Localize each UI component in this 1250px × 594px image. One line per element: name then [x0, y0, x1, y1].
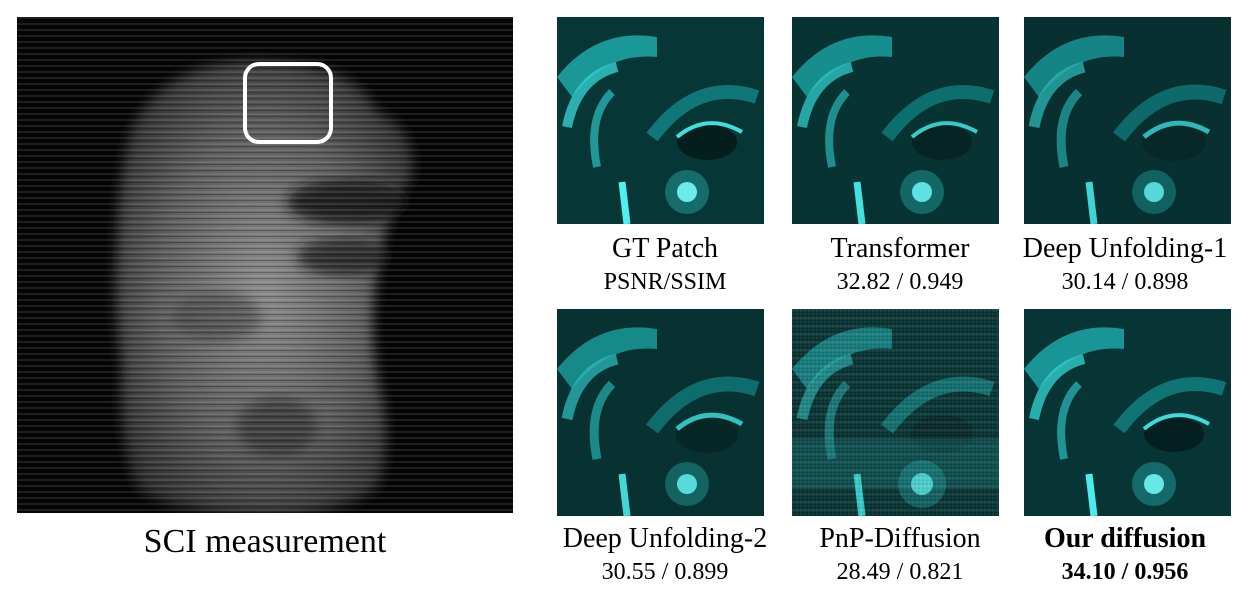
method-metric: PSNR/SSIM — [603, 269, 727, 295]
measurement-caption: SCI measurement — [143, 523, 387, 560]
method-metric: 30.55 / 0.899 — [601, 559, 729, 585]
caption-our-diffusion: Our diffusion 34.10 / 0.956 — [1000, 522, 1250, 588]
sci-measurement-graphic — [17, 17, 513, 513]
sci-measurement-image — [17, 17, 513, 513]
caption-deep-unfolding-1: Deep Unfolding-1 30.14 / 0.898 — [1000, 232, 1250, 298]
method-name: GT Patch — [611, 233, 719, 264]
caption-gt-patch: GT Patch PSNR/SSIM — [540, 232, 790, 298]
method-name: PnP-Diffusion — [819, 523, 981, 554]
method-name: Deep Unfolding-1 — [1022, 233, 1228, 264]
method-metric: 34.10 / 0.956 — [1061, 559, 1189, 585]
patch-graphic — [557, 17, 764, 224]
patch-pnp-diffusion — [792, 309, 999, 516]
patch-transformer — [792, 17, 999, 224]
method-name: Deep Unfolding-2 — [562, 523, 768, 554]
caption-pnp-diffusion: PnP-Diffusion 28.49 / 0.821 — [775, 522, 1025, 588]
method-metric: 30.14 / 0.898 — [1061, 269, 1189, 295]
zoom-region-box — [243, 62, 333, 144]
patch-graphic — [792, 17, 999, 224]
method-metric: 28.49 / 0.821 — [836, 559, 964, 585]
caption-deep-unfolding-2: Deep Unfolding-2 30.55 / 0.899 — [540, 522, 790, 588]
patch-deep-unfolding-2 — [557, 309, 764, 516]
patch-graphic — [1024, 309, 1231, 516]
patch-graphic — [1024, 17, 1231, 224]
method-metric: 32.82 / 0.949 — [836, 269, 964, 295]
patch-gt — [557, 17, 764, 224]
patch-graphic — [792, 309, 999, 516]
patch-deep-unfolding-1 — [1024, 17, 1231, 224]
method-name: Our diffusion — [1043, 523, 1207, 554]
method-name: Transformer — [830, 233, 970, 264]
patch-our-diffusion — [1024, 309, 1231, 516]
caption-transformer: Transformer 32.82 / 0.949 — [775, 232, 1025, 298]
patch-graphic — [557, 309, 764, 516]
